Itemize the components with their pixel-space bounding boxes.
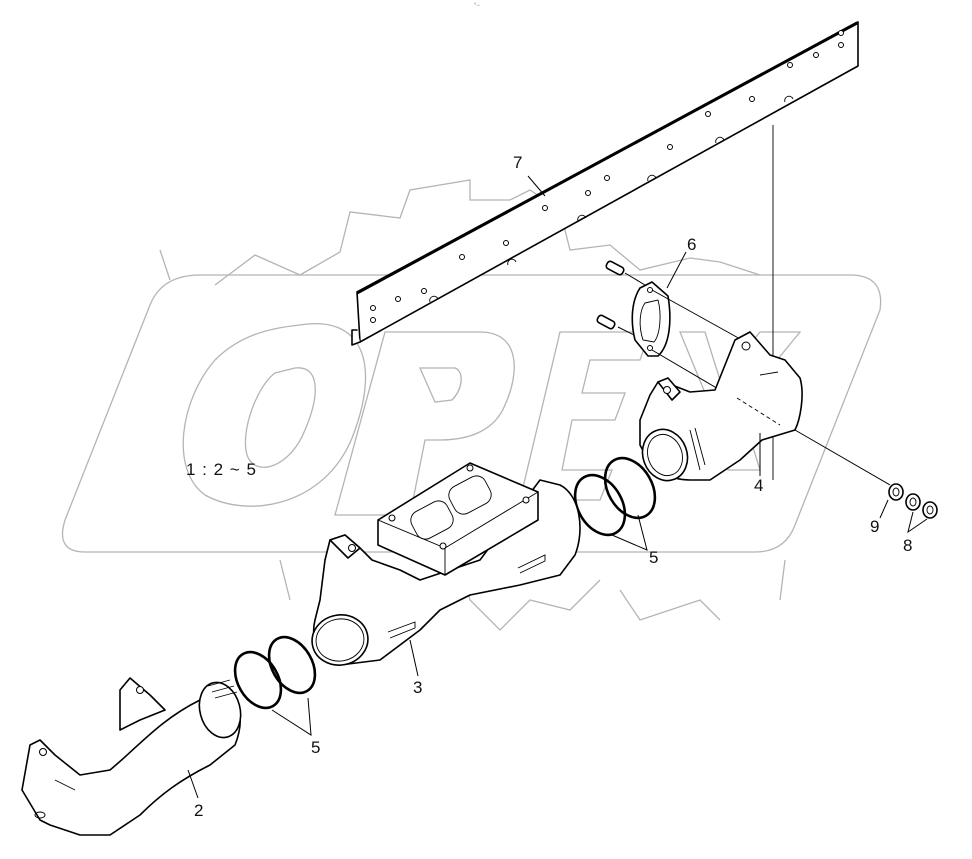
- callout-6: 6: [687, 235, 697, 254]
- leader-5-upper: [611, 514, 648, 551]
- part-6-gasket: [631, 281, 671, 357]
- watermark-letter-o: [182, 323, 367, 507]
- part-7-heat-shield: [351, 21, 859, 346]
- leader-9: [879, 499, 889, 519]
- callout-7: 7: [513, 153, 523, 172]
- stud-lower: [596, 314, 616, 330]
- callout-2: 2: [194, 801, 204, 820]
- callout-9: 9: [870, 517, 880, 536]
- callout-4: 4: [754, 476, 764, 495]
- watermark-letter-e: [519, 331, 651, 501]
- watermark-gear: [159, 179, 786, 631]
- part-9-washer: [888, 483, 904, 501]
- part-5-rings-lower: [233, 635, 317, 710]
- leader-5-lower: [271, 697, 312, 736]
- leader-3: [409, 639, 419, 677]
- callout-3: 3: [413, 678, 423, 697]
- leader-8: [907, 511, 928, 534]
- leader-2: [187, 769, 199, 799]
- part-2-manifold-front: [21, 677, 242, 836]
- part-5-rings-upper: [573, 456, 657, 537]
- top-mark: °−: [474, 3, 480, 9]
- leader-6: [666, 251, 687, 289]
- callout-5-upper: 5: [649, 548, 659, 567]
- watermark-letter-p: [334, 331, 515, 516]
- part-8-nut-b: [922, 501, 938, 519]
- part-4-manifold-rear: [639, 331, 803, 482]
- part-8-nut-a: [905, 493, 921, 511]
- stud-upper: [605, 260, 625, 276]
- callout-8: 8: [903, 536, 913, 555]
- callout-5-lower: 5: [311, 738, 321, 757]
- part-3-manifold-center: [311, 462, 581, 666]
- scale-note: 1 : 2 ~ 5: [186, 460, 257, 479]
- leader-7: [527, 175, 546, 197]
